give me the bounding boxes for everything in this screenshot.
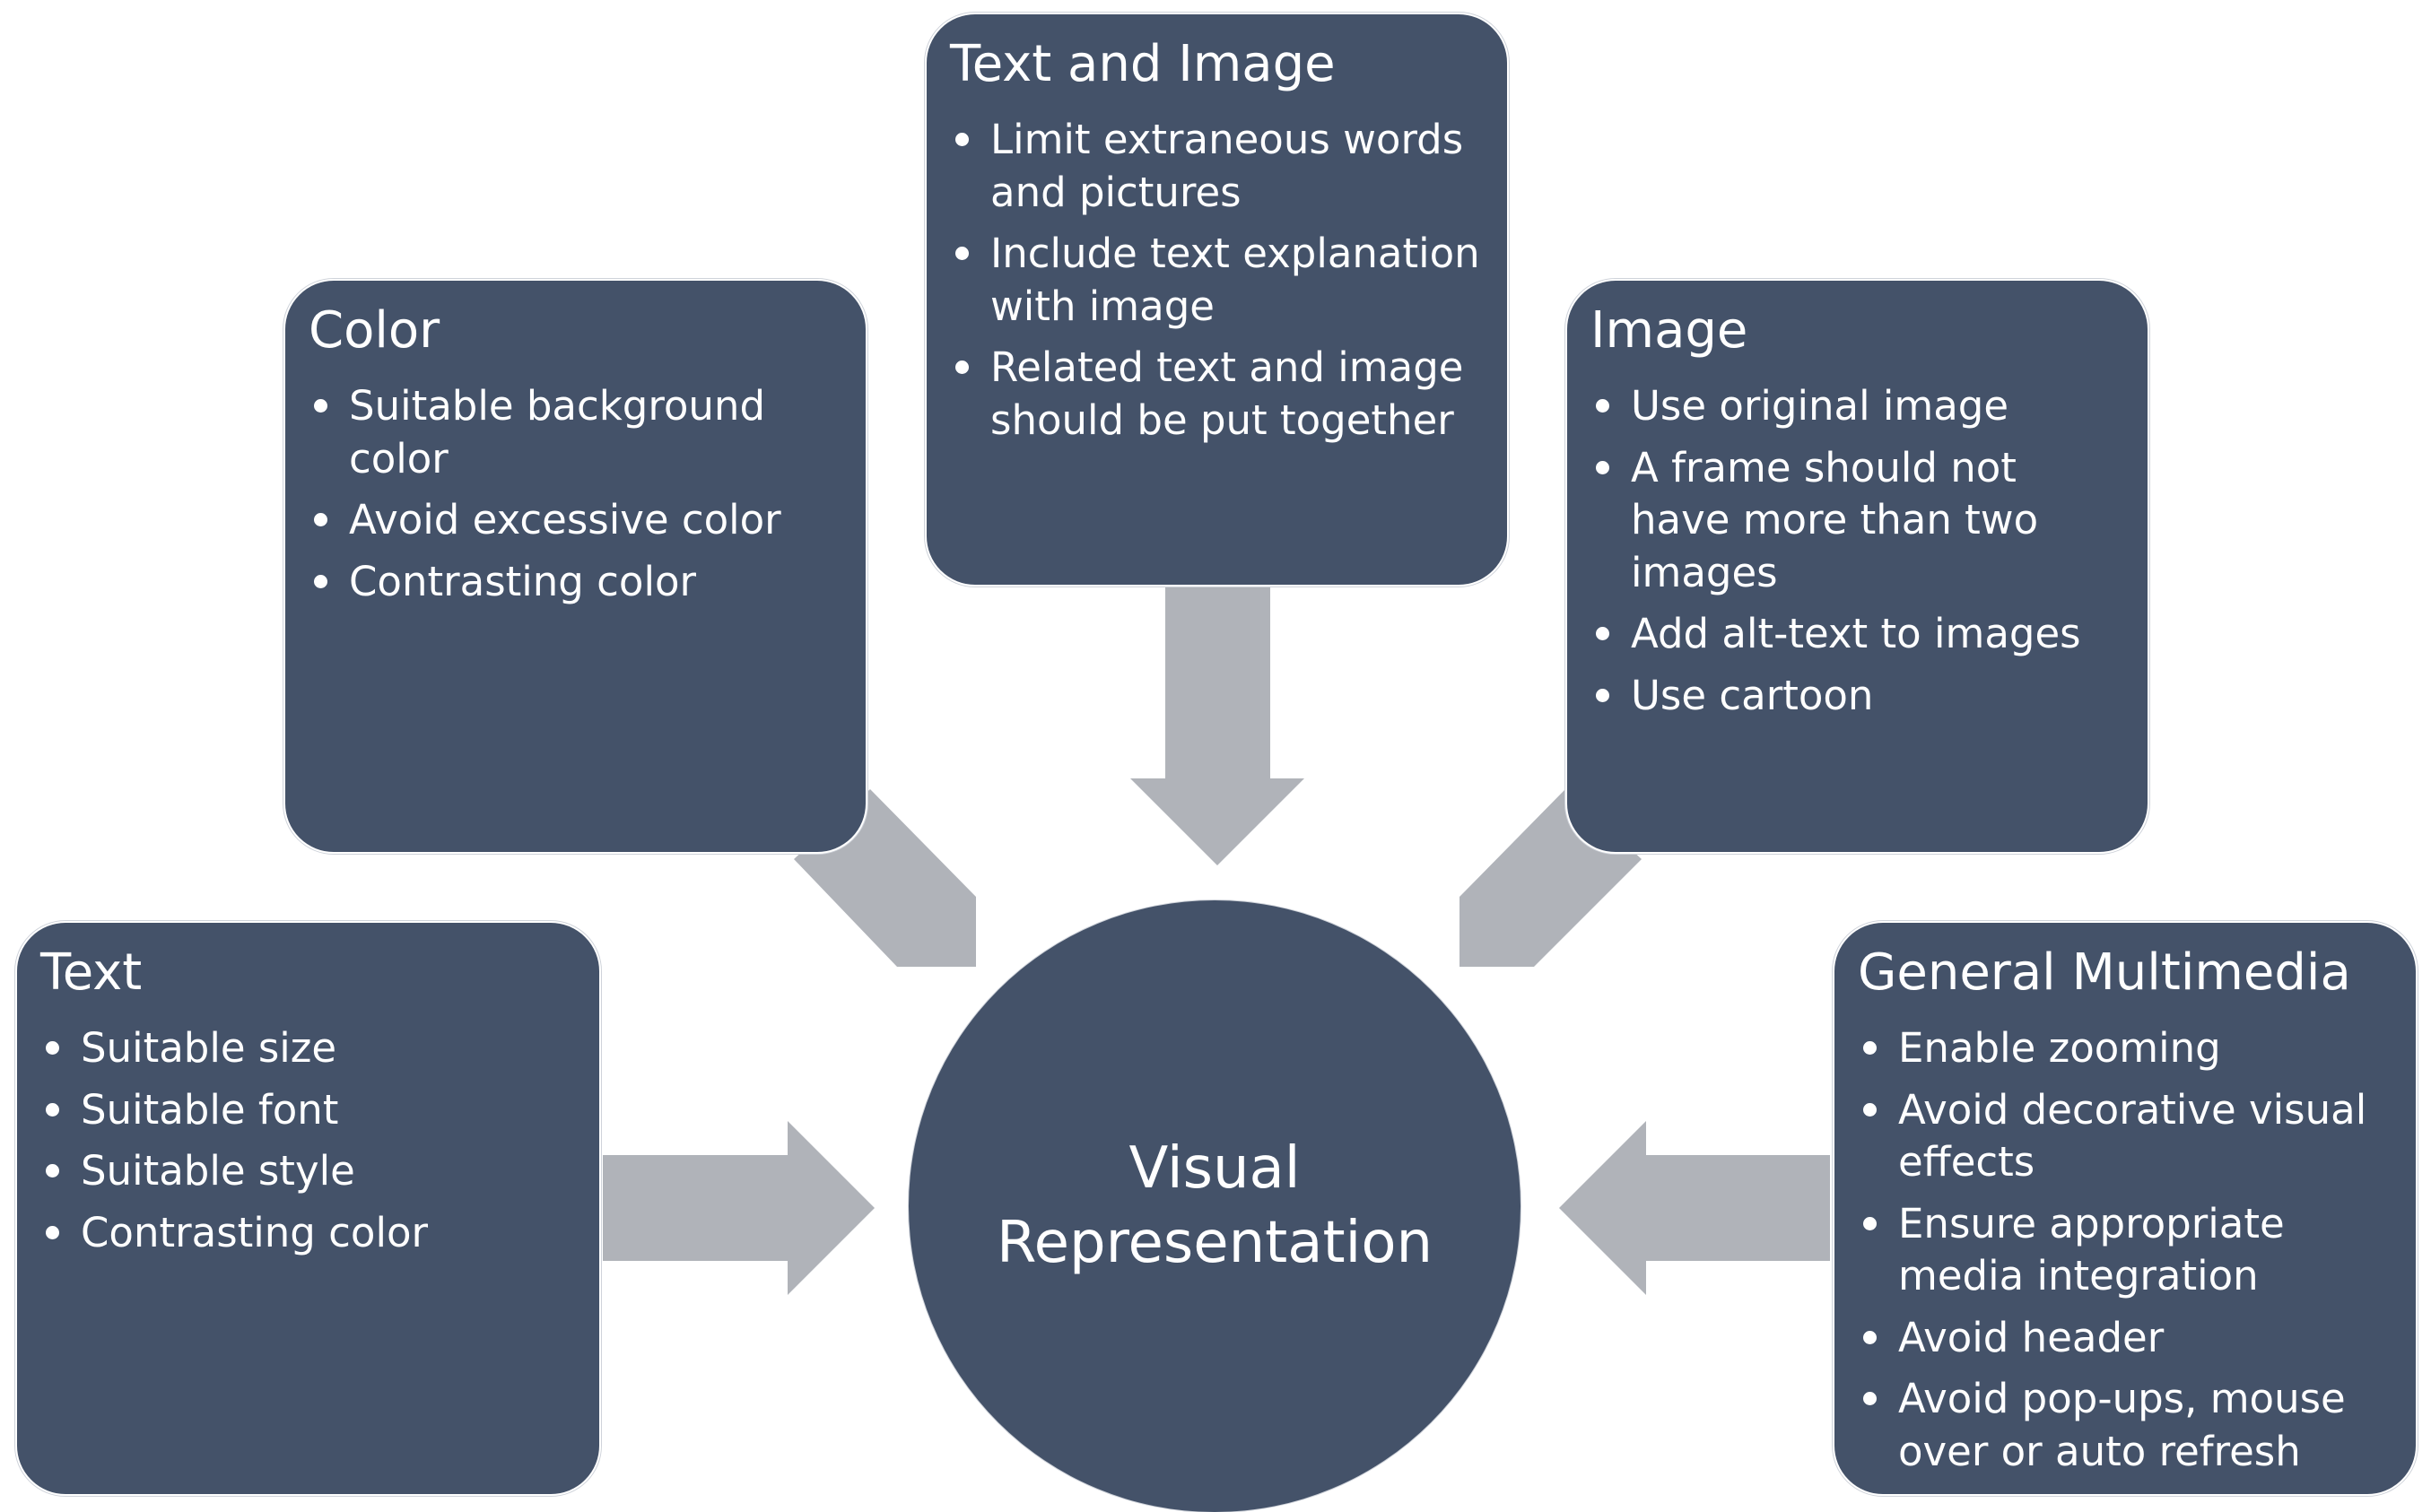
card-title: Color [309,301,440,360]
card-image: Image Use original image A frame should … [1565,279,2149,854]
arrow-from-text [603,1121,875,1295]
bullet-item: Enable zooming [1858,1022,2392,1075]
bullet-item: Avoid header [1858,1312,2392,1365]
bullet-list: Use original image A frame should not ha… [1590,380,2124,722]
bullet-item: Avoid decorative visual effects [1858,1084,2392,1189]
bullet-item: Contrasting color [309,556,842,609]
bullet-list: Suitable size Suitable font Suitable sty… [40,1022,576,1259]
bullet-list: Enable zooming Avoid decorative visual e… [1858,1022,2392,1478]
card-title: General Multimedia [1858,943,2351,1002]
bullet-item: Suitable font [40,1084,576,1137]
bullet-item: A frame should not have more than two im… [1590,442,2124,600]
bullet-item: Ensure appropriate media integration [1858,1198,2392,1303]
bullet-item: Related text and image should be put tog… [950,342,1484,447]
card-title: Text and Image [950,35,1336,93]
card-title: Text [40,943,143,1002]
bullet-item: Suitable size [40,1022,576,1075]
arrow-from-general-multimedia [1559,1121,1830,1295]
bullet-item: Include text explanation with image [950,228,1484,333]
bullet-list: Limit extraneous words and pictures Incl… [950,114,1484,447]
bullet-item: Use original image [1590,380,2124,433]
card-general-multimedia: General Multimedia Enable zooming Avoid … [1833,921,2418,1496]
card-text: Text Suitable size Suitable font Suitabl… [15,921,601,1496]
bullet-item: Use cartoon [1590,670,2124,723]
arrow-from-text-and-image [1130,587,1304,865]
bullet-item: Contrasting color [40,1207,576,1260]
bullet-item: Add alt-text to images [1590,608,2124,661]
bullet-item: Suitable background color [309,380,842,485]
bullet-item: Avoid pop-ups, mouse over or auto refres… [1858,1373,2392,1478]
center-label-line2: Representation [996,1210,1433,1276]
bullet-list: Suitable background color Avoid excessiv… [309,380,842,608]
center-label-line1: Visual [1128,1134,1301,1202]
card-title: Image [1590,301,1748,360]
bullet-item: Limit extraneous words and pictures [950,114,1484,219]
card-text-and-image: Text and Image Limit extraneous words an… [925,13,1509,587]
visual-representation-circle: Visual Representation [909,900,1520,1512]
bullet-item: Suitable style [40,1145,576,1198]
bullet-item: Avoid excessive color [309,494,842,547]
card-color: Color Suitable background color Avoid ex… [283,279,867,854]
